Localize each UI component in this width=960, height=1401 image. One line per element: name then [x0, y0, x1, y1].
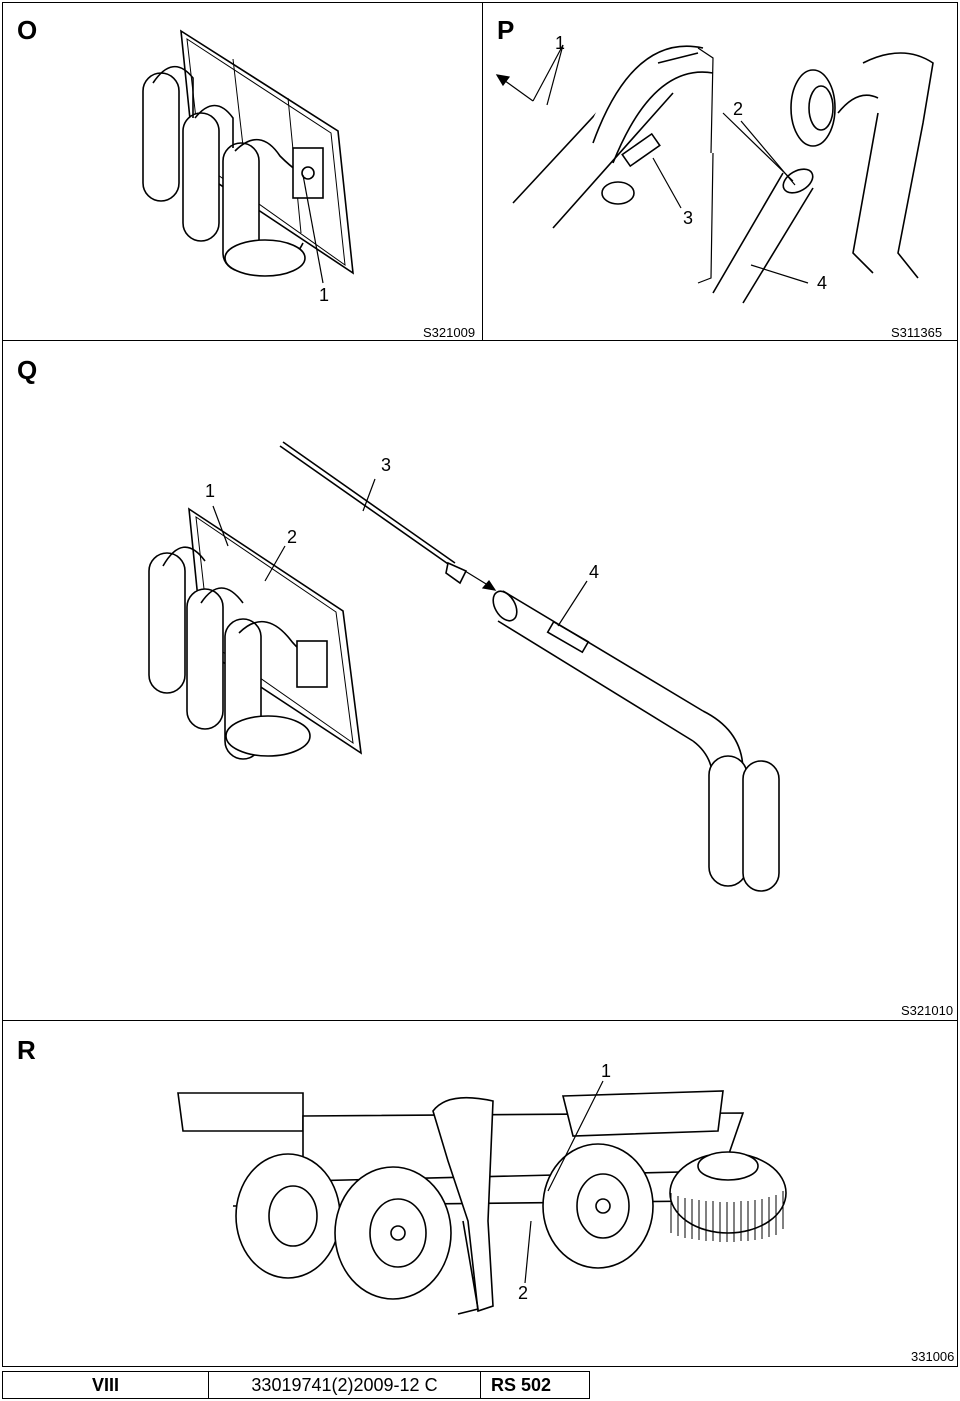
callout-1: 1 [601, 1061, 612, 1081]
callout-2: 2 [287, 527, 298, 547]
callout-1: 1 [205, 481, 216, 501]
figure-code: S311365 [891, 325, 943, 340]
page-footer: VIII 33019741(2)2009-12 C RS 502 [0, 1371, 960, 1401]
document-number: 33019741(2)2009-12 C [208, 1371, 481, 1399]
callout-4: 4 [817, 273, 828, 293]
filter-assembly-illustration [142, 29, 354, 284]
panel-o: O 1 S321009 [2, 2, 483, 341]
callout-1: 1 [319, 285, 330, 305]
callout-4: 4 [589, 562, 600, 582]
figure-code: S321010 [901, 1003, 954, 1018]
callout-3: 3 [683, 208, 694, 228]
figure-code: S321009 [423, 325, 476, 340]
callout-2: 2 [733, 99, 744, 119]
panel-q: Q [2, 340, 958, 1021]
panel-p: P [482, 2, 958, 341]
hose-removal-illustration [495, 37, 934, 304]
panel-letter: R [17, 1035, 36, 1065]
page-number: VIII [2, 1371, 209, 1399]
panel-letter: O [17, 15, 38, 45]
panel-r: R [2, 1020, 958, 1367]
panel-letter: P [497, 15, 515, 45]
callout-2: 2 [518, 1283, 529, 1303]
callout-1: 1 [555, 33, 566, 53]
filter-rod-illustration [148, 441, 780, 892]
callout-3: 3 [381, 455, 392, 475]
panel-letter: Q [17, 355, 38, 385]
figure-code: 331006 [911, 1349, 955, 1364]
model-name: RS 502 [480, 1371, 590, 1399]
sweeper-machine-illustration [177, 1080, 787, 1315]
